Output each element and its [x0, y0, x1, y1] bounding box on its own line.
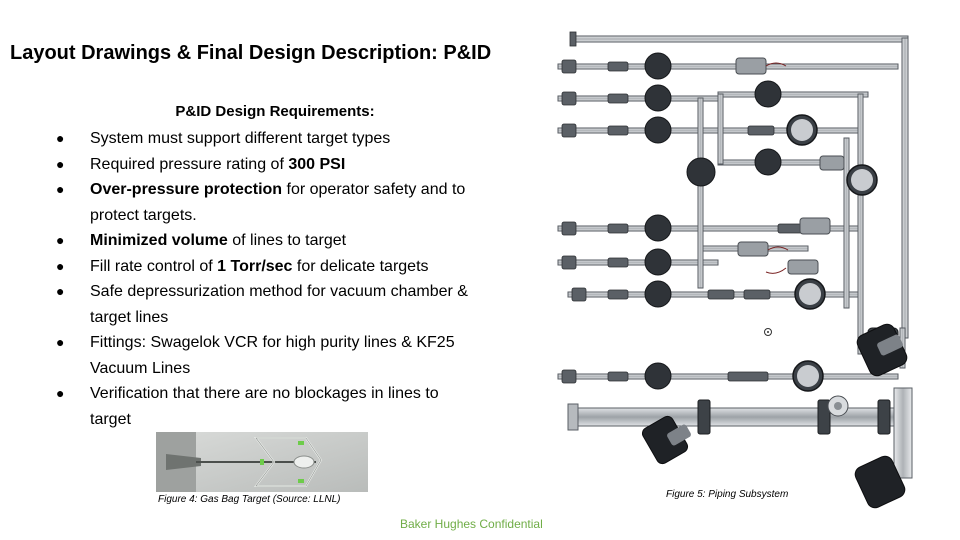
requirement-item: ●Minimized volume of lines to target [56, 228, 476, 254]
target-marker-icon [764, 328, 772, 336]
gas-bag-target-photo [156, 432, 368, 492]
bullet-icon: ● [56, 283, 65, 299]
bullet-icon: ● [56, 334, 65, 350]
requirements-list: ●System must support different target ty… [56, 126, 476, 432]
piping-subsystem-diagram [557, 31, 913, 509]
bullet-icon: ● [56, 130, 65, 146]
bullet-icon: ● [56, 155, 65, 172]
bullet-icon: ● [56, 385, 65, 401]
requirement-item: ●Fill rate control of 1 Torr/sec for del… [56, 254, 476, 280]
requirement-item: ●Fittings: Swagelok VCR for high purity … [56, 330, 476, 381]
requirement-item: ●System must support different target ty… [56, 126, 476, 152]
requirements-heading: P&ID Design Requirements: [175, 103, 375, 120]
slide-title: Layout Drawings & Final Design Descripti… [10, 42, 492, 64]
bullet-icon: ● [56, 232, 65, 248]
gas-bag-target-image [156, 432, 368, 492]
requirement-item: ●Safe depressurization method for vacuum… [56, 279, 476, 330]
confidential-footer: Baker Hughes Confidential [400, 517, 543, 531]
requirement-item: ●Over-pressure protection for operator s… [56, 177, 476, 228]
bullet-icon: ● [56, 257, 65, 274]
figure-4-caption: Figure 4: Gas Bag Target (Source: LLNL) [158, 494, 341, 505]
figure-5-caption: Figure 5: Piping Subsystem [666, 489, 789, 500]
requirement-item: ●Required pressure rating of 300 PSI [56, 152, 476, 178]
requirement-item: ●Verification that there are no blockage… [56, 381, 476, 432]
bullet-icon: ● [56, 181, 65, 197]
